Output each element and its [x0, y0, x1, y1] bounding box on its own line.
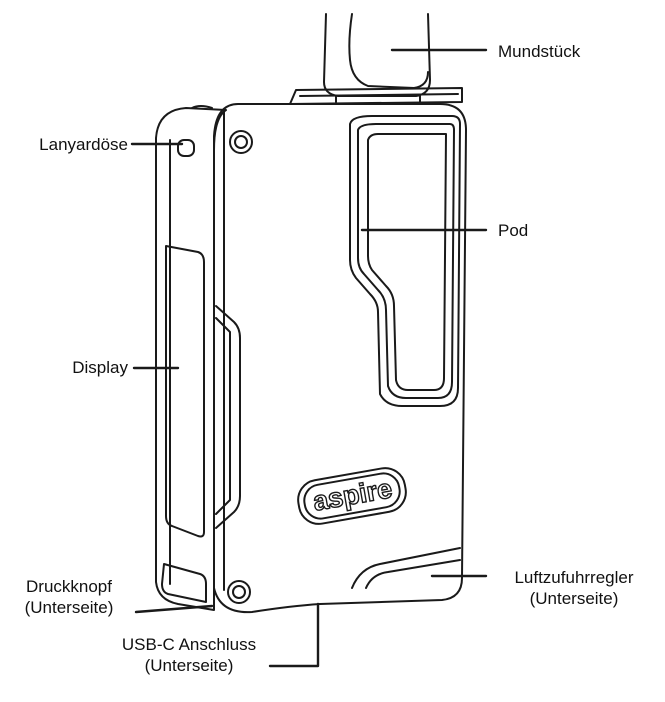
bottom-button-area — [161, 563, 207, 603]
side-edge-strip — [215, 305, 241, 529]
label-button-line1: Druckknopf — [26, 577, 112, 596]
label-button: Druckknopf (Unterseite) — [6, 576, 132, 618]
logo-badge — [297, 467, 407, 525]
label-usb-line1: USB-C Anschluss — [121, 635, 257, 654]
screw-bottom — [227, 580, 251, 604]
airflow-band — [351, 547, 461, 589]
label-airflow-line2: (Unterseite) — [529, 589, 619, 608]
label-airflow: Luftzufuhrregler (Unterseite) — [494, 567, 654, 609]
display-window — [165, 245, 205, 538]
leader-button — [134, 604, 214, 614]
label-pod: Pod — [498, 221, 529, 240]
label-airflow-line1: Luftzufuhrregler — [514, 568, 634, 587]
left-side-panel — [155, 107, 227, 611]
label-button-line2: (Unterseite) — [24, 598, 114, 617]
screw-top — [229, 130, 253, 154]
lanyard-eyelet — [177, 105, 213, 157]
label-lanyard: Lanyardöse — [39, 135, 128, 154]
label-usb: USB-C Anschluss (Unterseite) — [112, 634, 266, 676]
main-body — [213, 103, 467, 614]
label-display: Display — [72, 358, 128, 377]
leader-usb — [268, 602, 320, 668]
leader-lines — [130, 48, 488, 668]
top-collar — [289, 87, 463, 105]
pod-window — [349, 115, 461, 407]
label-usb-line2: (Unterseite) — [144, 656, 234, 675]
label-mouthpiece: Mundstück — [498, 42, 581, 61]
